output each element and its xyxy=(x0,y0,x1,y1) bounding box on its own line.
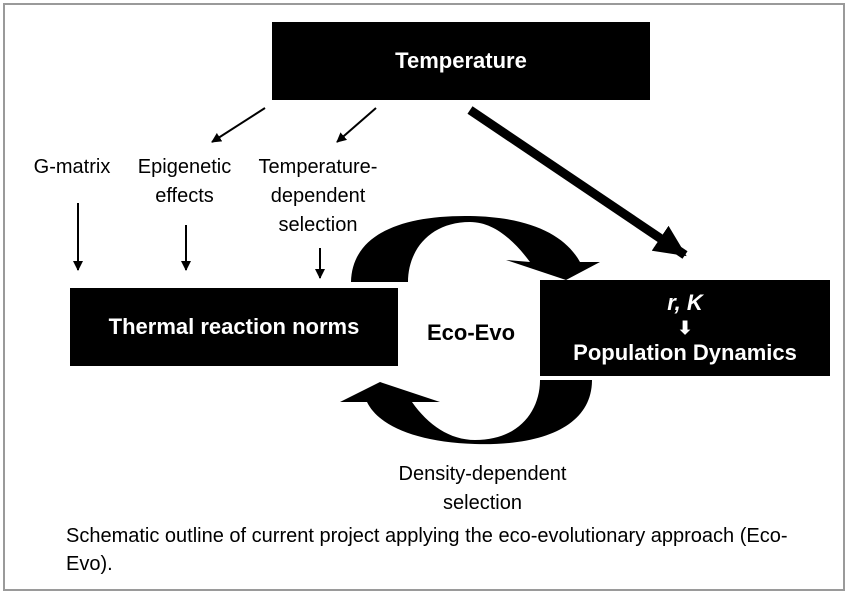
curved-arrow-bottom xyxy=(340,380,592,445)
epigenetic-effects-label: Epigenetic effects xyxy=(137,156,232,207)
r-k-label: r, K xyxy=(667,290,703,315)
arrow-temp-to-epigenetic xyxy=(211,107,266,143)
eco-evo-label: Eco-Evo xyxy=(426,320,516,345)
temperature-dependent-selection-label: Temperature-dependent selection xyxy=(258,156,378,236)
density-dependent-selection-label: Density-dependent selection xyxy=(398,463,567,514)
thermal-reaction-norms-box: Thermal reaction norms xyxy=(70,288,398,366)
temperature-box: Temperature xyxy=(272,22,650,100)
population-dynamics-label: Population Dynamics xyxy=(573,340,797,365)
figure-border xyxy=(3,3,845,591)
figure-caption: Schematic outline of current project app… xyxy=(66,525,788,575)
temperature-label: Temperature xyxy=(395,48,527,73)
g-matrix-label: G-matrix xyxy=(33,156,111,178)
arrow-temp-to-selection xyxy=(336,107,377,143)
thermal-reaction-norms-label: Thermal reaction norms xyxy=(108,314,360,339)
curved-arrow-top xyxy=(351,215,600,282)
population-dynamics-box: r, K ⬇ Population Dynamics xyxy=(540,280,830,376)
down-arrow-icon: ⬇ xyxy=(677,318,693,338)
arrow-temp-to-population xyxy=(467,106,688,259)
